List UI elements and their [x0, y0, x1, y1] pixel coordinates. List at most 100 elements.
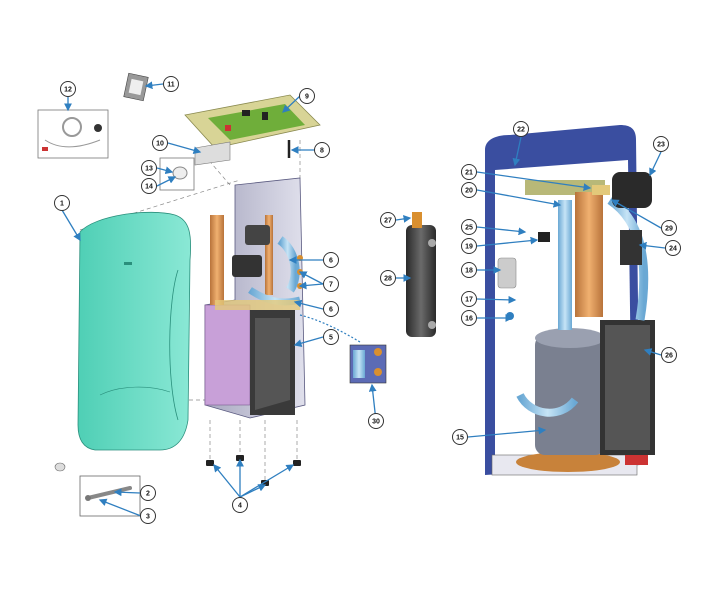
- callout-c17: 17: [461, 291, 477, 307]
- callout-number: 15: [456, 435, 464, 442]
- callout-number: 11: [167, 82, 175, 89]
- callout-number: 16: [465, 316, 473, 323]
- callout-circle: [54, 195, 70, 211]
- callout-number: 12: [64, 87, 72, 94]
- callout-number: 6: [329, 258, 333, 265]
- callout-c8: 8: [314, 142, 330, 158]
- callout-number: 4: [238, 503, 242, 510]
- callout-c7: 7: [323, 276, 339, 292]
- callout-number: 30: [372, 419, 380, 426]
- callout-number: 25: [465, 225, 473, 232]
- callout-number: 5: [329, 335, 333, 342]
- callout-c15: 15: [452, 429, 468, 445]
- callout-circle: [653, 136, 669, 152]
- feet-part: [206, 455, 301, 486]
- callout-circle: [665, 240, 681, 256]
- callout-circle: [163, 76, 179, 92]
- callout-c21: 21: [461, 164, 477, 180]
- callout-c4: 4: [232, 497, 248, 513]
- callout-number: 20: [465, 188, 473, 195]
- callout-c28: 28: [380, 270, 396, 286]
- drain-kit-part: [54, 462, 141, 517]
- callout-number: 7: [329, 282, 333, 289]
- callout-c29: 29: [661, 220, 677, 236]
- callout-circle: [461, 262, 477, 278]
- callout-circle: [314, 142, 330, 158]
- callout-c16: 16: [461, 310, 477, 326]
- hydraulic-module-part: [204, 177, 306, 419]
- callout-c6a: 6: [323, 252, 339, 268]
- callout-circle: [368, 413, 384, 429]
- callout-number: 24: [669, 246, 677, 253]
- callout-circle: [461, 182, 477, 198]
- callout-number: 29: [665, 226, 673, 233]
- callout-number: 19: [465, 244, 473, 251]
- callout-circle: [661, 347, 677, 363]
- callout-circle: [232, 497, 248, 513]
- callout-c23: 23: [653, 136, 669, 152]
- callout-c26: 26: [661, 347, 677, 363]
- callout-c30: 30: [368, 413, 384, 429]
- front-cover-part: [77, 211, 192, 451]
- callout-c20: 20: [461, 182, 477, 198]
- callout-circle: [141, 160, 157, 176]
- callout-number: 26: [665, 353, 673, 360]
- callout-number: 22: [517, 127, 525, 134]
- callout-c25: 25: [461, 219, 477, 235]
- callout-number: 8: [320, 148, 324, 155]
- callout-circle: [461, 164, 477, 180]
- callout-circle: [140, 485, 156, 501]
- callout-number: 18: [465, 268, 473, 275]
- callout-circle: [380, 270, 396, 286]
- callout-c27: 27: [380, 212, 396, 228]
- callout-number: 2: [146, 491, 150, 498]
- callout-circle: [299, 88, 315, 104]
- filter-part: [159, 157, 195, 191]
- callout-number: 1: [60, 201, 64, 208]
- callout-circle: [461, 219, 477, 235]
- callout-circle: [461, 291, 477, 307]
- callout-c24: 24: [665, 240, 681, 256]
- callout-circle: [152, 135, 168, 151]
- callout-number: 3: [146, 514, 150, 521]
- callout-circle: [323, 329, 339, 345]
- callout-circle: [661, 220, 677, 236]
- callout-circle: [60, 81, 76, 97]
- callout-c19: 19: [461, 238, 477, 254]
- callout-circle: [323, 301, 339, 317]
- callout-c10: 10: [152, 135, 168, 151]
- callout-number: 14: [145, 184, 153, 191]
- callout-circle: [141, 178, 157, 194]
- callout-c2: 2: [140, 485, 156, 501]
- callout-c11: 11: [163, 76, 179, 92]
- callout-circle: [140, 508, 156, 524]
- callout-c13: 13: [141, 160, 157, 176]
- callout-c12: 12: [60, 81, 76, 97]
- callout-group: 1234566789101112131415161718192021222324…: [54, 76, 681, 524]
- callout-number: 23: [657, 142, 665, 149]
- callout-c5: 5: [323, 329, 339, 345]
- sensor-part: [123, 72, 149, 102]
- callout-c9: 9: [299, 88, 315, 104]
- callout-number: 21: [465, 170, 473, 177]
- callout-number: 17: [465, 297, 473, 304]
- callout-circle: [380, 212, 396, 228]
- callout-circle: [513, 121, 529, 137]
- callout-number: 9: [305, 94, 309, 101]
- wiring-kit-part: [37, 109, 109, 159]
- callout-c14: 14: [141, 178, 157, 194]
- callout-c1: 1: [54, 195, 70, 211]
- callout-number: 28: [384, 276, 392, 283]
- callout-circle: [323, 252, 339, 268]
- callout-number: 27: [384, 218, 392, 225]
- callout-circle: [323, 276, 339, 292]
- callout-c3: 3: [140, 508, 156, 524]
- callout-number: 13: [145, 166, 153, 173]
- callout-c18: 18: [461, 262, 477, 278]
- callout-circle: [461, 238, 477, 254]
- callout-circle: [452, 429, 468, 445]
- buffer-tank-part: [406, 212, 436, 337]
- callout-number: 6: [329, 307, 333, 314]
- callout-number: 10: [156, 141, 164, 148]
